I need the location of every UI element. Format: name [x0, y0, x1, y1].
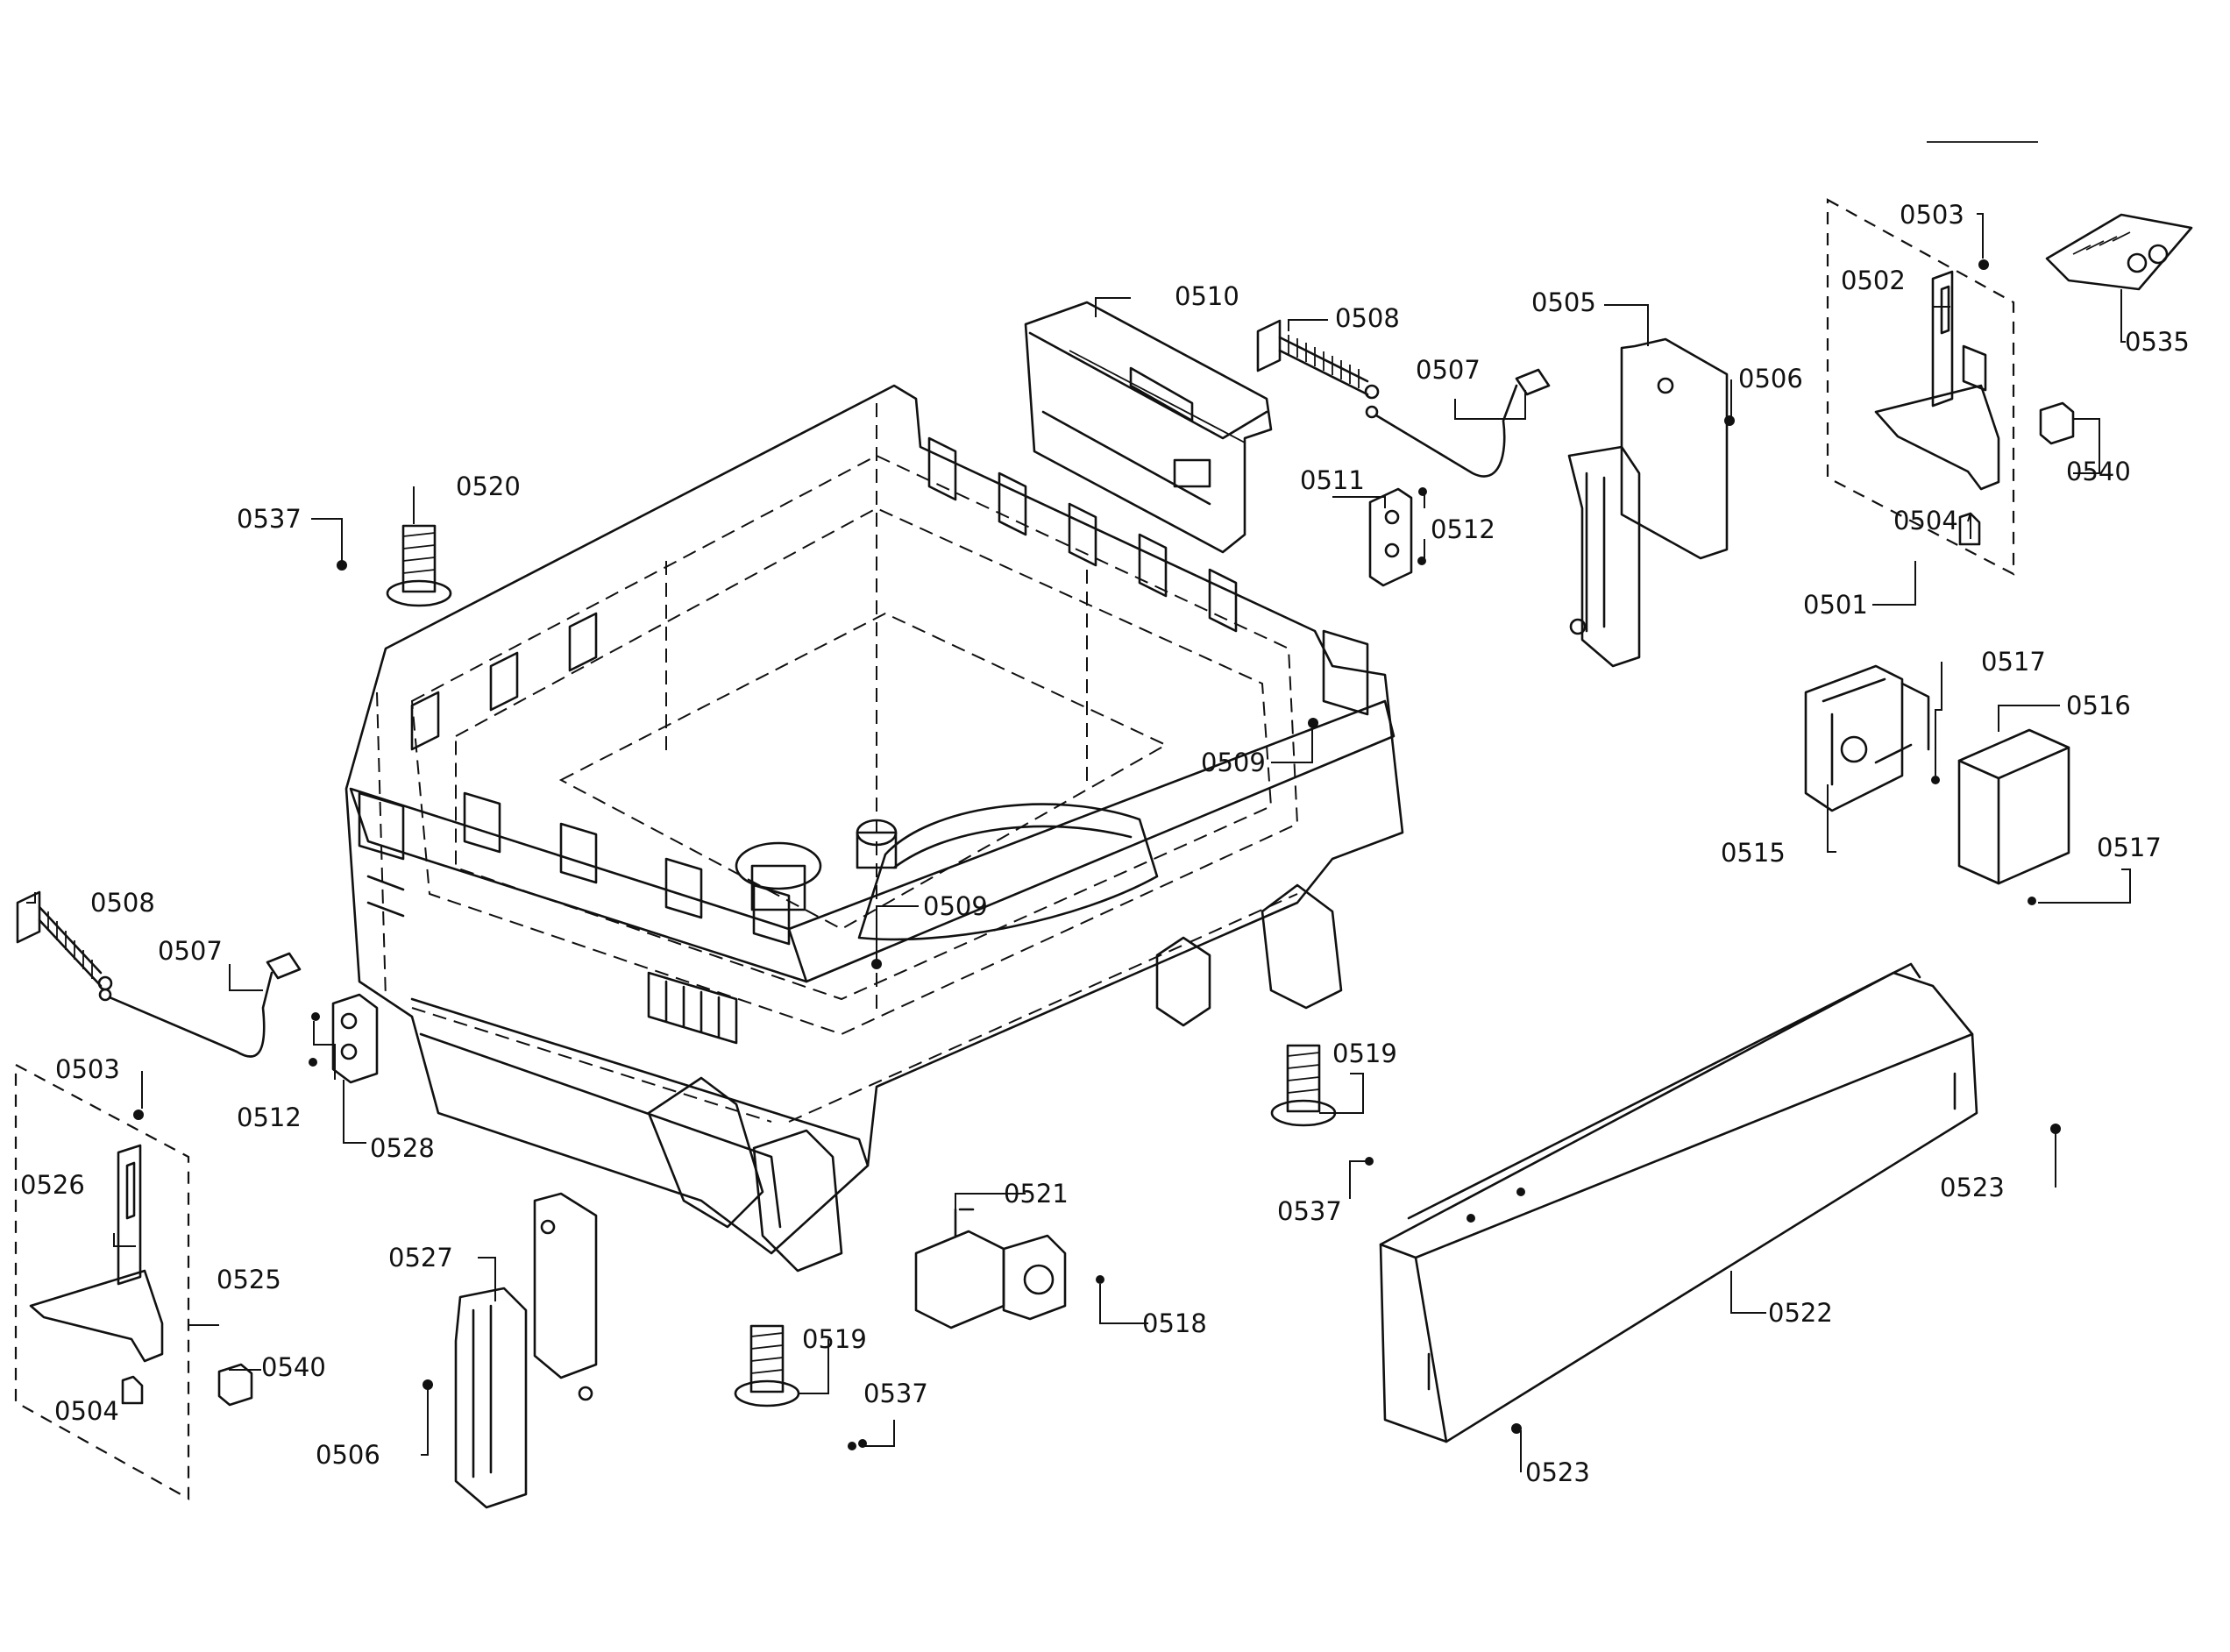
label-0508-left: 0508: [90, 888, 155, 918]
label-0537-left: 0537: [237, 504, 302, 534]
label-0526: 0526: [20, 1170, 85, 1200]
label-0507-left: 0507: [158, 936, 223, 966]
label-0540-right: 0540: [2066, 457, 2131, 486]
label-0508-top: 0508: [1335, 303, 1400, 333]
part-0507-wire-left: [98, 952, 302, 1058]
label-0540-left: 0540: [261, 1352, 326, 1382]
label-0506-top: 0506: [1738, 364, 1803, 394]
label-0517-bottom: 0517: [2097, 833, 2162, 862]
leader-lines: [26, 213, 2131, 1472]
label-0517-top: 0517: [1981, 647, 2046, 677]
label-0504-left: 0504: [54, 1396, 119, 1426]
label-0507-top: 0507: [1416, 355, 1481, 385]
label-0516: 0516: [2066, 691, 2131, 720]
part-0516-cover: [1957, 728, 2070, 905]
screw-0509-top: [1308, 718, 1318, 728]
label-0509-top: 0509: [1201, 748, 1266, 777]
label-0503-left: 0503: [55, 1054, 120, 1084]
part-0501-hinge-set: [1826, 198, 2015, 576]
part-0520-foot: [337, 524, 452, 607]
part-0508-spring-top: [1256, 319, 1380, 400]
part-0528-bracket: [309, 993, 379, 1084]
label-0522: 0522: [1768, 1298, 1833, 1328]
part-0525-hinge-set: [14, 1063, 190, 1500]
label-0518: 0518: [1142, 1308, 1207, 1338]
part-0515-bracket: [1804, 664, 1940, 812]
label-0537-right: 0537: [1277, 1196, 1342, 1226]
part-0511-bracket: [1368, 487, 1427, 587]
label-0525: 0525: [217, 1265, 281, 1294]
label-0509-sump: 0509: [923, 891, 988, 921]
part-0540-clip-left: [217, 1363, 253, 1407]
label-0510: 0510: [1175, 281, 1239, 311]
part-0507-wire-top: [1365, 368, 1551, 478]
label-0535: 0535: [2125, 327, 2190, 357]
label-0521: 0521: [1004, 1179, 1069, 1209]
label-0519-bottom: 0519: [802, 1324, 867, 1354]
label-0515: 0515: [1721, 838, 1786, 868]
label-0537-bottom: 0537: [863, 1379, 928, 1408]
label-0511: 0511: [1300, 465, 1365, 495]
label-0512-top: 0512: [1431, 514, 1495, 544]
label-0512-left: 0512: [237, 1103, 302, 1132]
label-0527: 0527: [388, 1243, 453, 1273]
label-0506-left: 0506: [316, 1440, 380, 1470]
part-0510-housing: [1024, 301, 1273, 554]
part-0527-rail: [423, 1192, 598, 1509]
part-0540-clip-right: [2039, 401, 2075, 445]
label-0523-right: 0523: [1940, 1173, 2005, 1202]
label-0519-right: 0519: [1332, 1039, 1397, 1068]
label-0523-bottom: 0523: [1525, 1457, 1590, 1487]
part-0522-kick-panel: [1379, 962, 2061, 1443]
label-0501: 0501: [1803, 590, 1868, 620]
screw-0509-sump: [871, 959, 882, 969]
label-0504-top: 0504: [1893, 506, 1958, 535]
label-0528: 0528: [370, 1133, 435, 1163]
label-0502: 0502: [1841, 266, 1906, 295]
part-0505-rail: [1567, 337, 1735, 668]
label-0503-top: 0503: [1900, 200, 1964, 230]
label-0505: 0505: [1531, 287, 1596, 317]
base-frame: [344, 384, 1404, 1273]
part-0508-spring-left: [16, 890, 113, 991]
part-0535-kit: [2045, 213, 2193, 291]
part-labels: 0510 0508 0507 0505 0506 0502 0503 0535 …: [20, 200, 2190, 1487]
part-0519-feet: [734, 1044, 1374, 1450]
label-0520: 0520: [456, 471, 521, 501]
part-0521-valve: [914, 1208, 1104, 1329]
